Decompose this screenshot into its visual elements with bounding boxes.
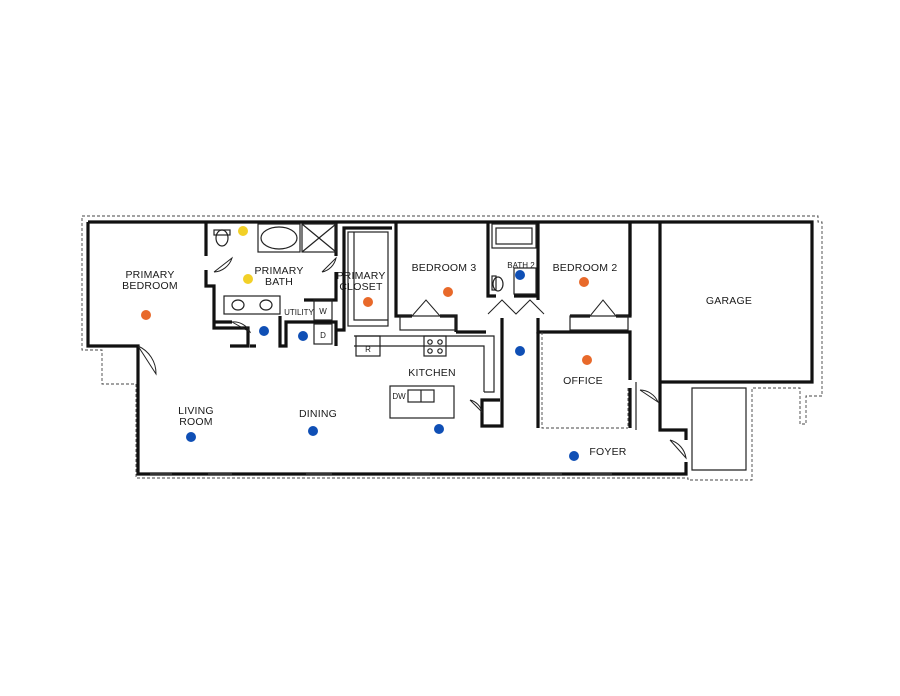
label-foyer: FOYER [589, 446, 626, 458]
room-labels: PRIMARY BEDROOM PRIMARY BATH PRIMARY CLO… [122, 261, 752, 458]
label-bedroom3: BEDROOM 3 [412, 262, 477, 274]
room-markers [141, 226, 592, 461]
marker-living-room [186, 432, 196, 442]
label-living-room-1: LIVING [178, 405, 214, 417]
marker-primary-bath [243, 274, 253, 284]
label-primary-bedroom-1: PRIMARY [125, 269, 174, 281]
label-dining: DINING [299, 408, 337, 420]
doors [137, 256, 687, 460]
marker-primary-bedroom [141, 310, 151, 320]
marker-foyer [569, 451, 579, 461]
marker-bedroom2 [579, 277, 589, 287]
marker-hall [515, 346, 525, 356]
marker-kitchen [434, 424, 444, 434]
marker-primary-closet [363, 297, 373, 307]
marker-bedroom3 [443, 287, 453, 297]
label-dishwasher: DW [392, 392, 406, 401]
label-garage: GARAGE [706, 295, 752, 307]
walls [86, 220, 814, 476]
exterior-outline [81, 215, 823, 481]
marker-dining [308, 426, 318, 436]
label-bedroom2: BEDROOM 2 [553, 262, 618, 274]
marker-primary-hall [259, 326, 269, 336]
label-refrigerator: R [365, 345, 371, 354]
label-primary-closet-2: CLOSET [339, 281, 383, 293]
label-kitchen: KITCHEN [408, 367, 456, 379]
label-dryer: D [320, 331, 326, 340]
label-primary-bath-2: BATH [265, 276, 293, 288]
marker-utility [298, 331, 308, 341]
interior-details [213, 223, 747, 471]
label-living-room-2: ROOM [179, 416, 212, 428]
label-primary-closet-1: PRIMARY [336, 270, 385, 282]
marker-primary-bath-top [238, 226, 248, 236]
fixture-labels: W D R DW [319, 307, 406, 401]
marker-office [582, 355, 592, 365]
label-utility: UTILITY [284, 308, 314, 317]
label-washer: W [319, 307, 327, 316]
marker-bath2 [515, 270, 525, 280]
label-office: OFFICE [563, 375, 603, 387]
label-primary-bedroom-2: BEDROOM [122, 280, 178, 292]
label-primary-bath-1: PRIMARY [254, 265, 303, 277]
label-bath2: BATH 2 [507, 261, 535, 270]
